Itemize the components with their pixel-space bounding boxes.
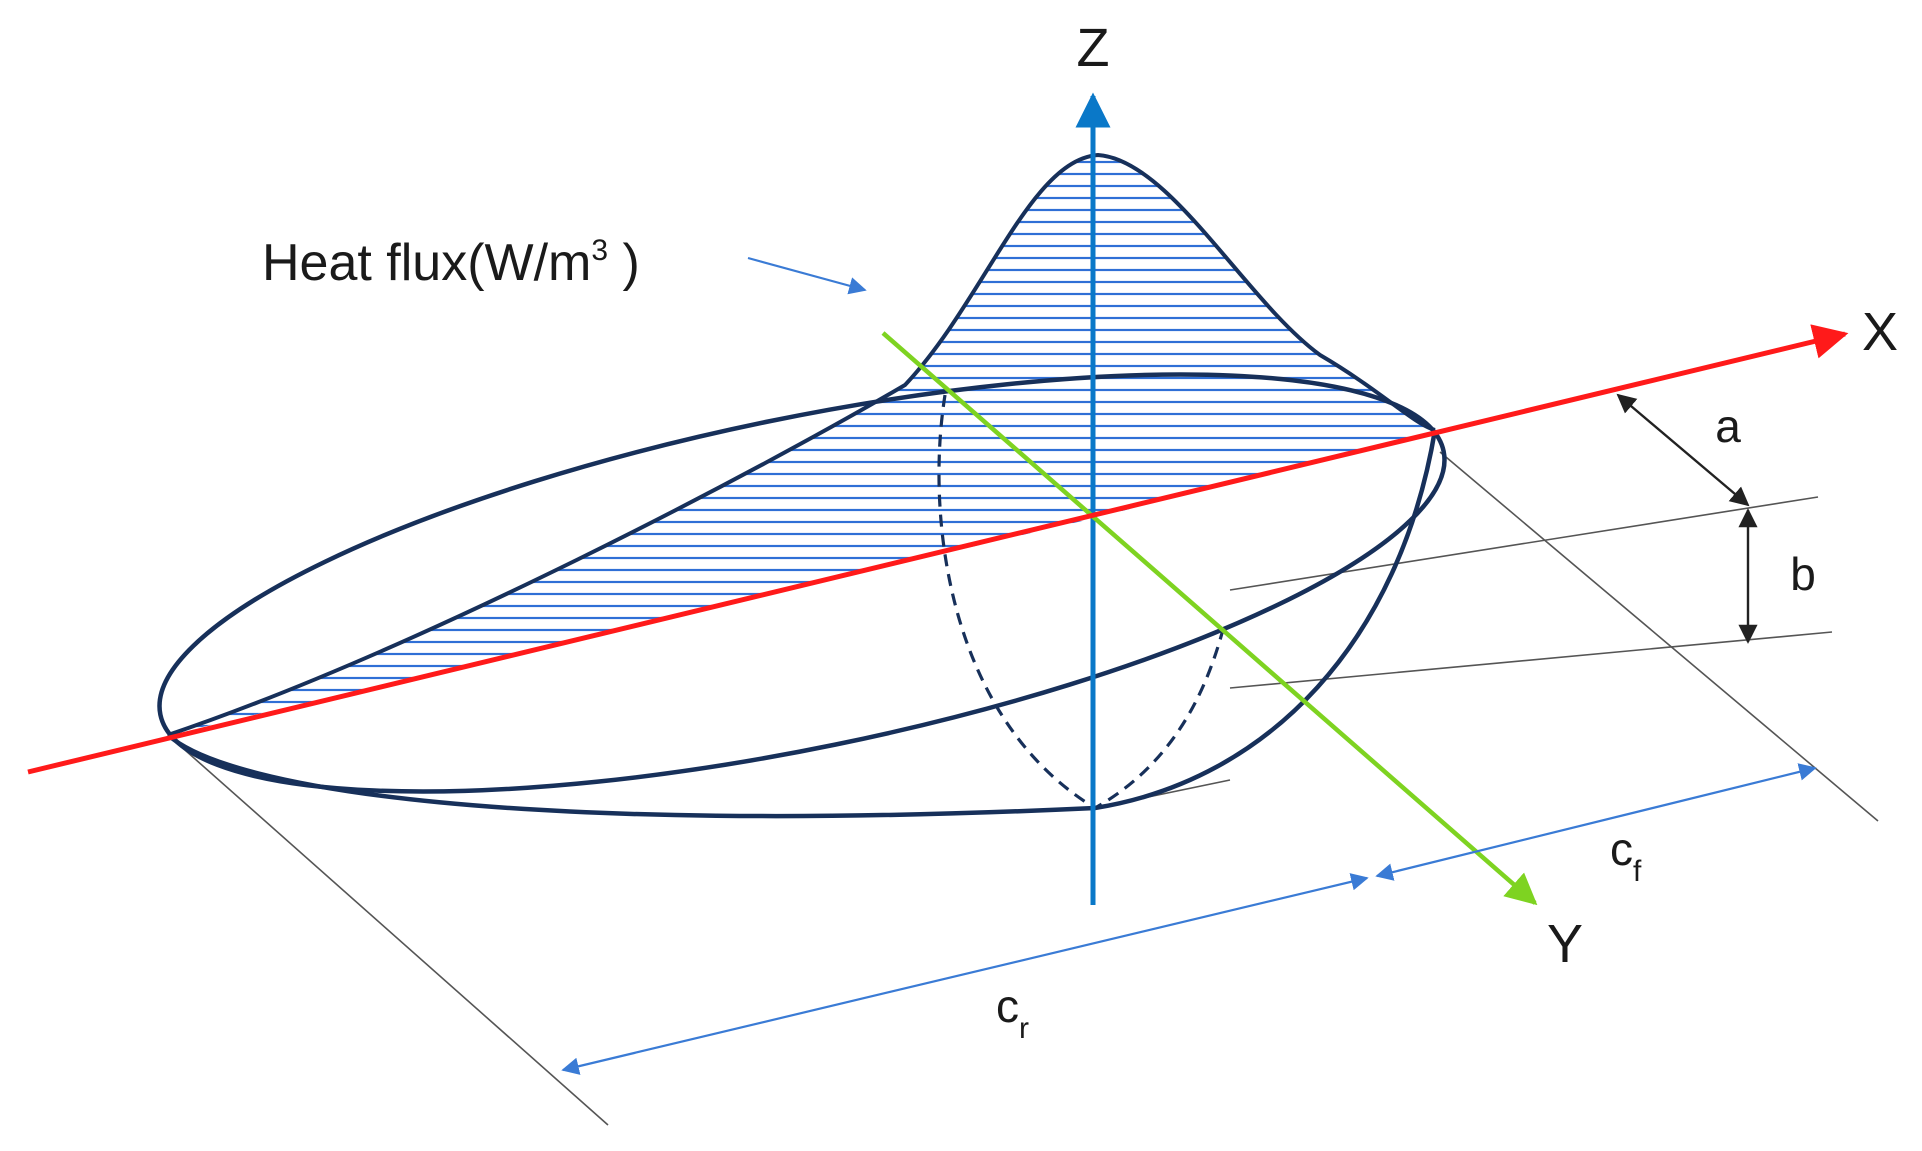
guide-left-extension [167, 734, 609, 1126]
dimension-cf-base: c [1610, 823, 1633, 875]
heat-flux-text: Heat flux(W/m [262, 234, 591, 292]
lower-ellipsoid-outline [166, 429, 1438, 819]
dimension-a-arrow [1616, 393, 1750, 507]
dimension-cr-subscript: r [1019, 1012, 1029, 1045]
dimension-cr-base: c [996, 980, 1019, 1032]
heat-flux-superscript: 3 [591, 234, 608, 267]
dimension-b-label: b [1790, 548, 1816, 600]
dashed-cross-section [937, 394, 1227, 810]
heat-flux-pointer-arrow [747, 256, 867, 295]
dimension-a-label: a [1715, 400, 1741, 452]
top-ellipse [157, 372, 1447, 794]
x-axis-line [27, 324, 1849, 775]
guide-lines [167, 451, 1879, 1126]
z-axis-label: Z [1077, 18, 1110, 78]
heat-flux-closing: ) [608, 234, 640, 292]
dimension-cf-arrow [1375, 763, 1817, 881]
dimension-cr-arrow [561, 873, 1369, 1075]
guide-b-bottom [1229, 631, 1833, 689]
dimension-cf-subscript: f [1633, 855, 1642, 888]
x-axis-label: X [1862, 302, 1898, 362]
heat-flux-curve [167, 152, 1436, 737]
heat-flux-label: Heat flux(W/m3 ) [262, 234, 640, 292]
y-axis-label: Y [1547, 914, 1583, 974]
guide-right-extension [1439, 451, 1879, 822]
guide-b-top [1229, 496, 1819, 591]
dimension-cr-label: cr [996, 980, 1029, 1045]
dimension-cf-label: cf [1610, 823, 1642, 888]
